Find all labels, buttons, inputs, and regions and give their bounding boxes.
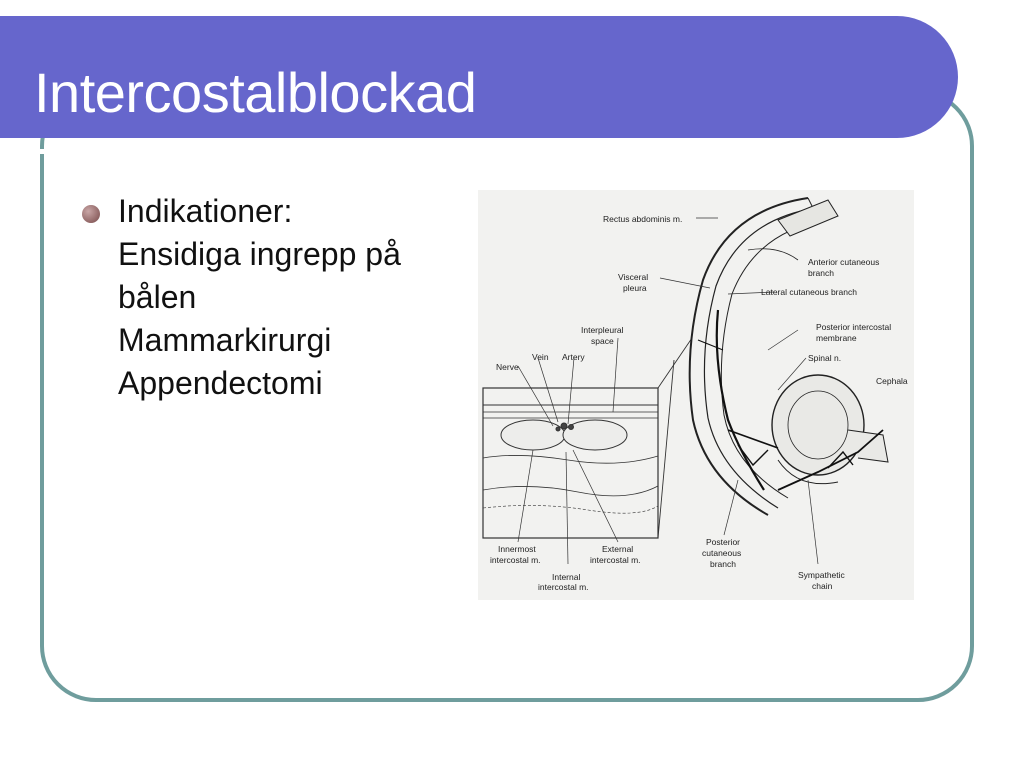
label-leaders [517,217,819,565]
label-innermost-2: intercostal m. [490,555,541,565]
vertebra [771,374,889,485]
title-underline [0,149,908,154]
title-bar: Intercostalblockad [0,16,958,154]
label-visceral-2: pleura [623,283,647,293]
label-posterior-membrane-2: membrane [816,333,857,343]
anatomy-illustration: Rectus abdominis m. Anterior cutaneous b… [478,190,914,600]
label-artery: Artery [562,352,585,362]
label-innermost-1: Innermost [498,544,536,554]
nerve-lines [697,309,884,491]
label-internal-2: intercostal m. [538,582,589,592]
label-interpleural-2: space [591,336,614,346]
bullet-list: Indikationer: Ensidiga ingrepp på bålen … [78,190,478,405]
label-visceral-1: Visceral [618,272,648,282]
label-external-1: External [602,544,633,554]
inset-connector [657,337,693,539]
label-internal-1: Internal [552,572,580,582]
label-posterior-cutaneous-2: cutaneous [702,548,741,558]
figure-labels: Rectus abdominis m. Anterior cutaneous b… [490,214,908,592]
label-vein: Vein [532,352,549,362]
label-posterior-cutaneous-3: branch [710,559,736,569]
label-sympathetic-2: chain [812,581,833,591]
label-anterior-cutaneous-2: branch [808,268,834,278]
bullet-line-trunk: bålen [118,279,197,315]
label-nerve: Nerve [496,362,519,372]
label-lateral-cutaneous: Lateral cutaneous branch [761,287,857,297]
slide-title: Intercostalblockad [34,61,477,124]
anatomy-drawing: Rectus abdominis m. Anterior cutaneous b… [478,190,914,600]
label-posterior-cutaneous-1: Posterior [706,537,740,547]
label-sympathetic-1: Sympathetic [798,570,846,580]
label-posterior-membrane-1: Posterior intercostal [816,322,891,332]
label-interpleural-1: Interpleural [581,325,624,335]
bullet-item: Indikationer: Ensidiga ingrepp på bålen … [78,190,478,405]
bullet-line-one-sided: Ensidiga ingrepp på [118,236,401,272]
label-cephala: Cephala [876,376,908,386]
label-anterior-cutaneous-1: Anterior cutaneous [808,257,879,267]
label-spinal-nerve: Spinal n. [808,353,841,363]
cross-section-inset [482,387,659,539]
bullet-icon [82,205,100,223]
label-external-2: intercostal m. [590,555,641,565]
bullet-line-breast-surgery: Mammarkirurgi [118,322,332,358]
label-rectus-abdominis: Rectus abdominis m. [603,214,682,224]
bullet-line-appendectomy: Appendectomi [118,365,323,401]
bullet-line-indications: Indikationer: [118,193,293,229]
